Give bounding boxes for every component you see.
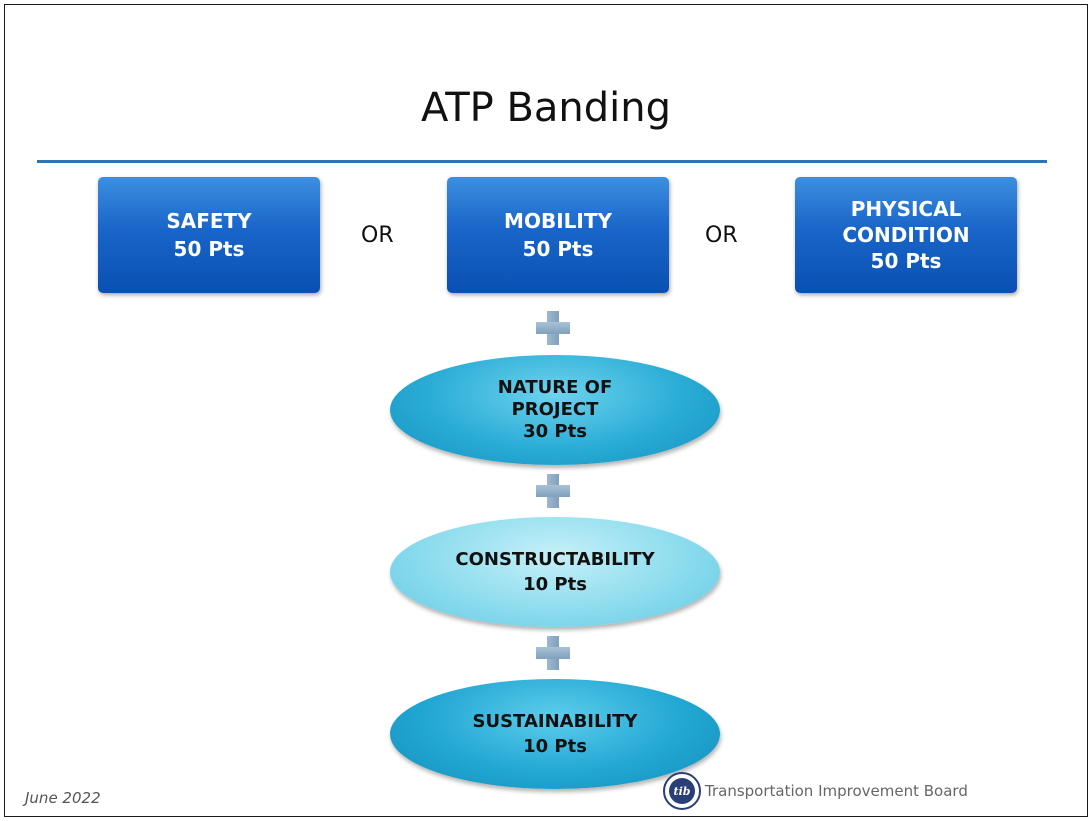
physical-label-line1: PHYSICAL — [850, 197, 962, 221]
nature-label-line2: PROJECT — [511, 399, 599, 420]
plus-icon — [536, 636, 570, 670]
mobility-points: 50 Pts — [522, 237, 594, 261]
mobility-label: MOBILITY — [504, 209, 612, 233]
sustainability-label: SUSTAINABILITY — [472, 711, 638, 732]
title-divider — [37, 160, 1047, 163]
footer-date: June 2022 — [25, 789, 101, 807]
tib-logo-text: tib — [669, 778, 695, 804]
mobility-box: MOBILITY 50 Pts — [447, 177, 669, 293]
constructability-ellipse: CONSTRUCTABILITY 10 Pts — [390, 517, 720, 627]
nature-label-line1: NATURE OF — [497, 377, 613, 398]
footer-org-name: Transportation Improvement Board — [705, 782, 968, 800]
slide: ATP Banding SAFETY 50 Pts OR MOBILITY 50… — [4, 4, 1088, 817]
nature-points: 30 Pts — [523, 421, 587, 442]
slide-title: ATP Banding — [420, 85, 672, 131]
or-label-1: OR — [361, 223, 394, 248]
or-label-2: OR — [705, 223, 738, 248]
plus-icon — [536, 311, 570, 345]
constructability-points: 10 Pts — [523, 574, 587, 595]
tib-logo-icon: tib — [663, 772, 701, 810]
physical-condition-box: PHYSICAL CONDITION 50 Pts — [795, 177, 1017, 293]
physical-points: 50 Pts — [870, 249, 942, 273]
sustainability-points: 10 Pts — [523, 736, 587, 757]
plus-icon — [536, 474, 570, 508]
safety-box: SAFETY 50 Pts — [98, 177, 320, 293]
physical-label-line2: CONDITION — [842, 223, 970, 247]
sustainability-ellipse: SUSTAINABILITY 10 Pts — [390, 679, 720, 789]
constructability-label: CONSTRUCTABILITY — [455, 549, 655, 570]
footer-org: tib Transportation Improvement Board — [663, 772, 968, 810]
safety-points: 50 Pts — [173, 237, 245, 261]
nature-of-project-ellipse: NATURE OF PROJECT 30 Pts — [390, 355, 720, 465]
safety-label: SAFETY — [166, 209, 252, 233]
